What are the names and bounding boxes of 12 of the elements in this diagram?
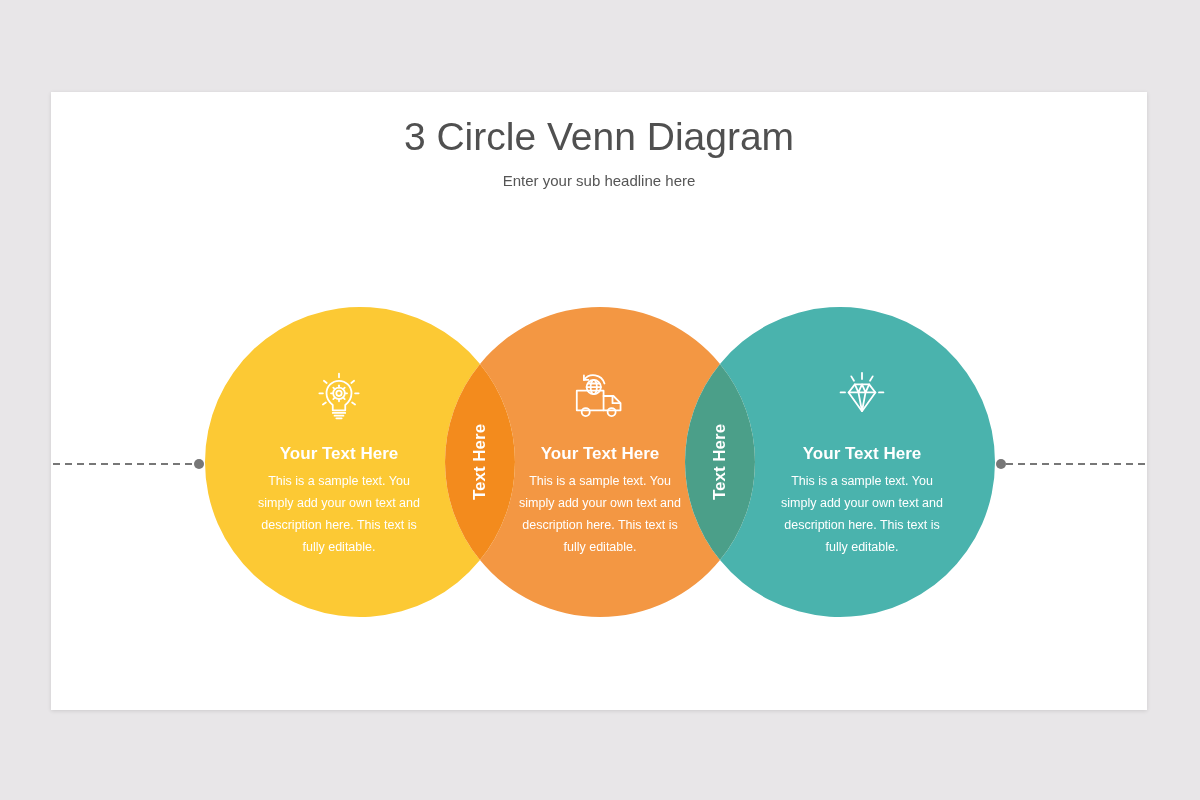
circle-description: This is a sample text. You simply add your own text and description here. This text is fully editable.	[780, 473, 944, 556]
subtitle: Enter your sub headline here	[502, 171, 696, 191]
circle-heading: Your Text Here	[802, 443, 922, 465]
circle-description: This is a sample text. You simply add your own text and description here. This text is fully editable.	[257, 473, 421, 556]
dashed-line	[996, 459, 1146, 469]
circle-heading: Your Text Here	[540, 443, 660, 465]
overlap-label: Text Here	[470, 423, 490, 501]
dashed-line	[52, 459, 204, 469]
circle-description: This is a sample text. You simply add your own text and description here. This text is fully editable.	[518, 473, 682, 556]
title: 3 Circle Venn Diagram	[403, 114, 795, 160]
overlap-label: Text Here	[710, 423, 730, 501]
circle-heading: Your Text Here	[279, 443, 399, 465]
